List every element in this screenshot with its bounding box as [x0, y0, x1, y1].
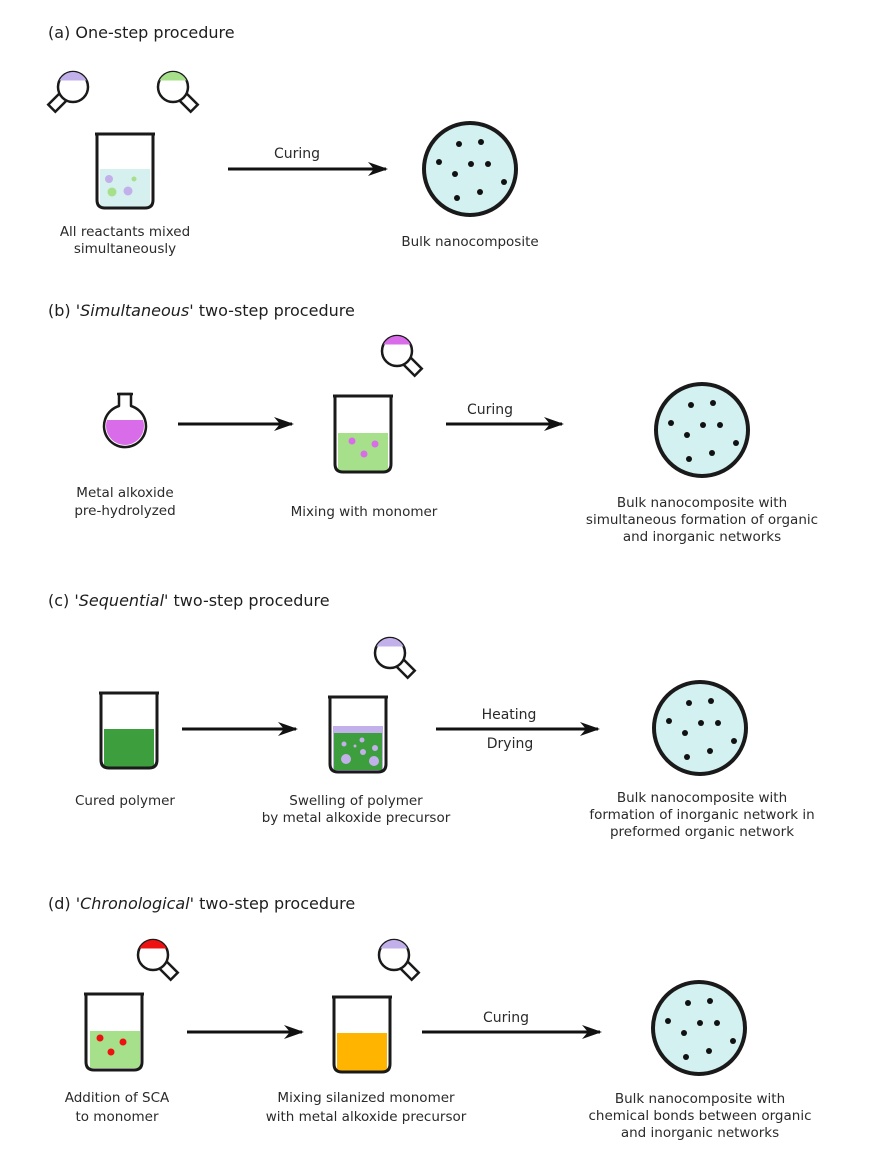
step-label: simultaneously	[74, 241, 176, 257]
panel-b-title: (b) 'Simultaneous' two-step procedure	[48, 301, 355, 320]
nanoparticle-dot	[707, 998, 713, 1004]
step-label: by metal alkoxide precursor	[262, 810, 451, 826]
beaker-mixed-icon	[95, 132, 155, 210]
step-label: Mixing with monomer	[291, 504, 438, 520]
nanoparticle-dot	[684, 432, 690, 438]
dropper-green-icon	[156, 70, 200, 114]
nanoparticle-dot	[485, 161, 491, 167]
nanoparticle-dot	[706, 1048, 712, 1054]
dropper-red-icon	[136, 938, 180, 982]
beaker-cured-polymer-icon	[99, 691, 159, 770]
step-label: Bulk nanocomposite	[401, 234, 538, 250]
nanoparticle-dot	[682, 730, 688, 736]
step-label: Swelling of polymer	[289, 793, 423, 809]
nanocomposite-disc	[422, 121, 518, 217]
arrow-label-above: Heating	[482, 707, 537, 723]
arrow-label: Curing	[483, 1010, 529, 1026]
step-label: pre-hydrolyzed	[74, 503, 175, 519]
nanoparticle-dot	[717, 422, 723, 428]
nanoparticle-dot	[685, 1000, 691, 1006]
panel-c: (c) 'Sequential' two-step procedure Cure…	[48, 591, 815, 840]
nanoparticle-dot	[686, 700, 692, 706]
round-flask-icon	[102, 392, 148, 449]
nanoparticle-dot	[700, 422, 706, 428]
nanoparticle-dot	[456, 141, 462, 147]
panel-c-title: (c) 'Sequential' two-step procedure	[48, 591, 330, 610]
panel-a-title: (a) One-step procedure	[48, 23, 235, 42]
nanoparticle-dot	[683, 1054, 689, 1060]
step-label: simultaneous formation of organic	[586, 512, 818, 528]
step-label: to monomer	[75, 1109, 159, 1125]
nanoparticle-dot	[468, 161, 474, 167]
nanoparticle-dot	[665, 1018, 671, 1024]
nanocomposite-icon	[651, 980, 747, 1076]
beaker-swelling-icon	[328, 695, 388, 774]
nanoparticle-dot	[688, 402, 694, 408]
nanoparticle-dot	[684, 754, 690, 760]
nanoparticle-dot	[477, 189, 483, 195]
step-label: All reactants mixed	[60, 224, 190, 240]
beaker-monomer-icon	[333, 394, 393, 474]
panel-d: (d) 'Chronological' two-step procedure A…	[48, 894, 812, 1141]
step-label: and inorganic networks	[621, 1125, 779, 1141]
nanoparticle-dot	[501, 179, 507, 185]
nanoparticle-dot	[666, 718, 672, 724]
panel-d-title: (d) 'Chronological' two-step procedure	[48, 894, 355, 913]
arrow-label: Curing	[467, 402, 513, 418]
nanoparticle-dot	[686, 456, 692, 462]
step-label: formation of inorganic network in	[589, 807, 814, 823]
step-label: and inorganic networks	[623, 529, 781, 545]
step-label: chemical bonds between organic	[588, 1108, 811, 1124]
nanoparticle-dot	[714, 1020, 720, 1026]
nanoparticle-dot	[698, 720, 704, 726]
nanoparticle-dot	[454, 195, 460, 201]
step-label: Mixing silanized monomer	[277, 1090, 455, 1106]
nanoparticle-dot	[709, 450, 715, 456]
nanoparticle-dot	[731, 738, 737, 744]
nanoparticle-dot	[707, 748, 713, 754]
nanoparticle-dot	[730, 1038, 736, 1044]
nanoparticle-dot	[708, 698, 714, 704]
panel-a: (a) One-step procedure All reactants mix…	[46, 23, 539, 257]
nanocomposite-disc	[652, 680, 748, 776]
nanocomposite-icon	[652, 680, 748, 776]
nanoparticle-dot	[710, 400, 716, 406]
dropper-lavender-icon	[373, 636, 417, 680]
arrow-label-below: Drying	[487, 736, 533, 752]
nanoparticle-dot	[681, 1030, 687, 1036]
nanoparticle-dot	[478, 139, 484, 145]
dropper-lavender-icon	[46, 70, 90, 114]
nanoparticle-dot	[436, 159, 442, 165]
step-label: Bulk nanocomposite with	[615, 1091, 785, 1107]
arrow-label: Curing	[274, 146, 320, 162]
step-label: Addition of SCA	[65, 1090, 170, 1106]
dropper-magenta-icon	[380, 334, 424, 378]
nanoparticle-dot	[733, 440, 739, 446]
nanocomposite-icon	[422, 121, 518, 217]
step-label: Bulk nanocomposite with	[617, 790, 787, 806]
beaker-orange-icon	[332, 995, 392, 1074]
nanoparticle-dot	[715, 720, 721, 726]
nanoparticle-dot	[668, 420, 674, 426]
dropper-lavender-icon	[377, 938, 421, 982]
panel-b: (b) 'Simultaneous' two-step procedure Me…	[48, 301, 818, 545]
beaker-sca-icon	[84, 992, 144, 1072]
step-label: preformed organic network	[610, 824, 794, 840]
nanoparticle-dot	[452, 171, 458, 177]
nanocomposite-disc	[651, 980, 747, 1076]
step-label: Cured polymer	[75, 793, 175, 809]
nanocomposite-disc	[654, 382, 750, 478]
step-label: with metal alkoxide precursor	[266, 1109, 467, 1125]
nanoparticle-dot	[697, 1020, 703, 1026]
step-label: Bulk nanocomposite with	[617, 495, 787, 511]
step-label: Metal alkoxide	[76, 485, 173, 501]
nanocomposite-icon	[654, 382, 750, 478]
